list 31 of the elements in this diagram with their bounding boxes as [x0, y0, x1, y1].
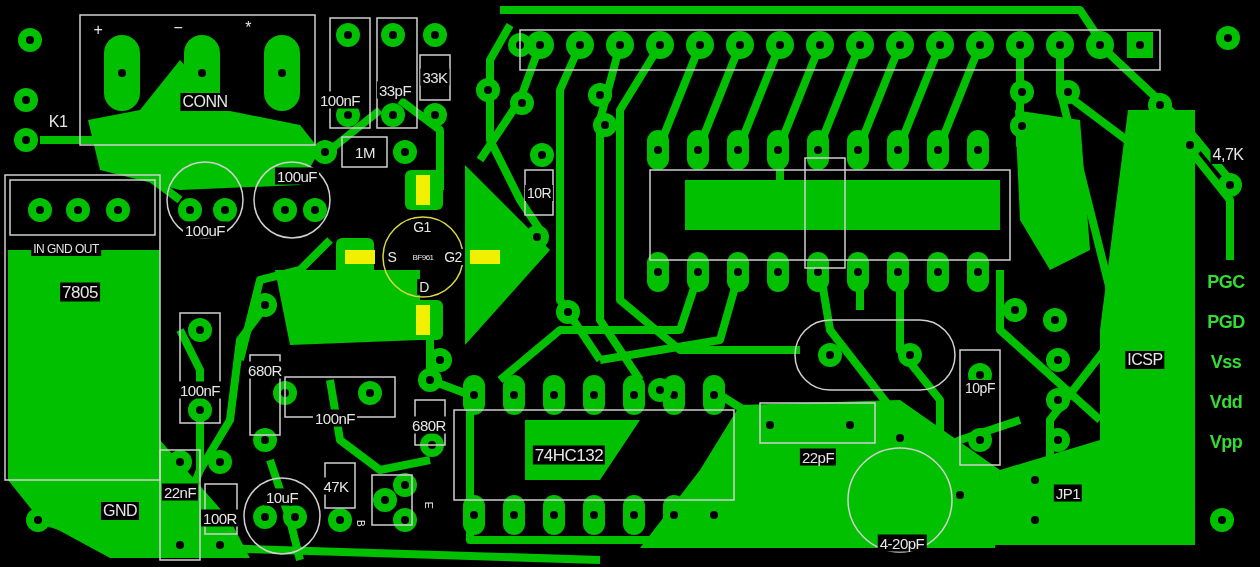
component-value: 33K — [420, 68, 450, 86]
pin-label: G1 — [411, 219, 433, 235]
pin-label: IN GND OUT — [31, 242, 101, 256]
component-label: BF961 — [410, 253, 436, 263]
component-value: 33pF — [376, 81, 414, 99]
component-value: 100nF — [178, 381, 222, 399]
component-value: 22pF — [799, 448, 837, 466]
pin-label: D — [417, 279, 431, 295]
component-value: 4,7K — [1210, 146, 1246, 164]
component-value: 22nF — [161, 483, 199, 501]
component-label: JP1 — [1053, 484, 1083, 502]
component-value: 100uF — [275, 167, 319, 185]
pin-label: Vpp — [1207, 432, 1245, 452]
component-value: 680R — [246, 361, 284, 379]
component-value: 680R — [410, 416, 448, 434]
pin-label: S — [385, 249, 399, 265]
component-value: 100R — [201, 509, 239, 527]
component-label: ICSP — [1125, 351, 1165, 369]
component-value: 10pF — [963, 380, 997, 396]
pin-label: B — [354, 517, 366, 529]
component-label: 7805 — [60, 282, 100, 302]
component-value: 10uF — [263, 488, 301, 506]
component-value: 100nF — [313, 409, 357, 427]
component-label: CONN — [180, 93, 230, 111]
pin-label: G2 — [442, 249, 464, 265]
component-label: 74HC132 — [532, 445, 606, 465]
component-value: 47K — [321, 477, 351, 495]
component-value: 4-20pF — [877, 534, 927, 552]
component-value: 10R — [524, 185, 554, 201]
pin-label: GND — [100, 502, 140, 520]
component-value: 100nF — [318, 91, 362, 109]
